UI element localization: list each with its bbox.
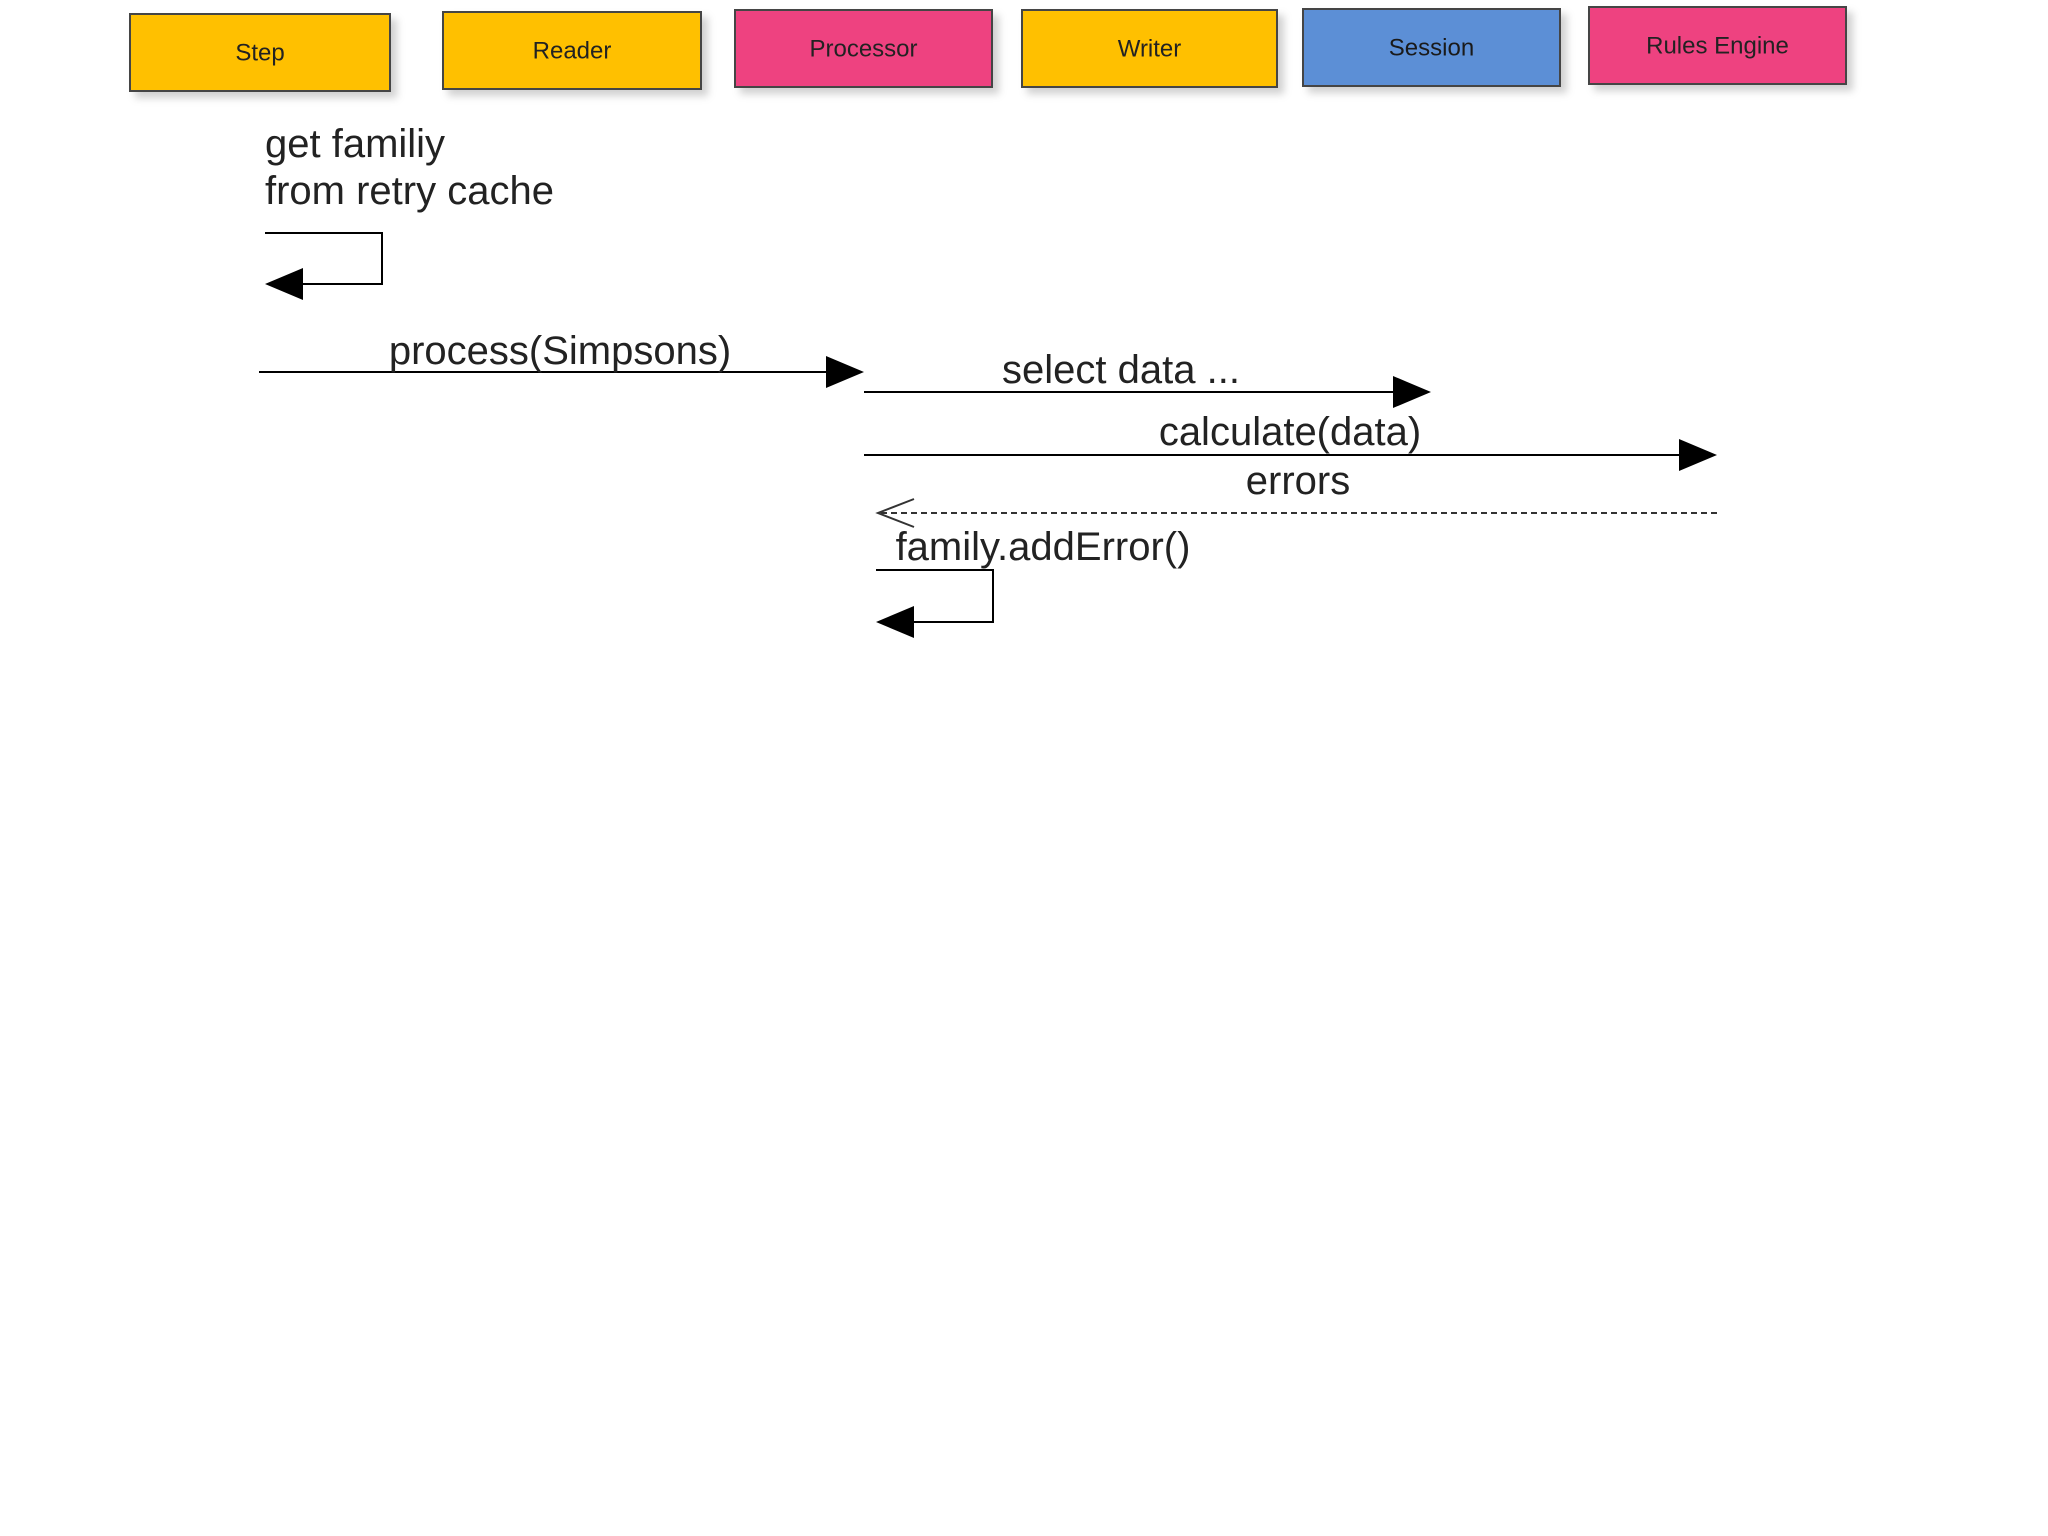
message-errors: errors	[875, 459, 1717, 528]
participant-box-step	[129, 13, 391, 92]
self-call-line	[265, 232, 383, 285]
participant-rules-engine[interactable]: Rules Engine	[1588, 6, 1847, 85]
arrowhead	[265, 268, 303, 300]
message-process: process(Simpsons)	[259, 329, 864, 388]
participant-session[interactable]: Session	[1302, 8, 1561, 87]
message-select-data: select data ...	[864, 348, 1431, 408]
self-call-line	[876, 569, 994, 623]
message-add-error: family.addError()	[876, 525, 1190, 638]
arrowhead	[876, 606, 914, 638]
participant-processor[interactable]: Processor	[734, 9, 993, 88]
arrowhead	[875, 498, 915, 528]
participant-box-session	[1302, 8, 1561, 87]
participant-label-step: Step	[235, 40, 284, 67]
participant-box-reader	[442, 11, 702, 90]
arrowhead	[1393, 376, 1431, 408]
lifelines	[258, 84, 1718, 1466]
participant-label-reader: Reader	[533, 38, 612, 65]
message-label-line-1: get familiy	[265, 122, 445, 166]
arrowhead	[1679, 439, 1717, 471]
participant-box-rules-engine	[1588, 6, 1847, 85]
message-label: errors	[1246, 459, 1350, 503]
participant-step[interactable]: Step	[129, 13, 391, 92]
message-calculate: calculate(data)	[864, 410, 1717, 471]
message-label-line-2: from retry cache	[265, 169, 554, 213]
participant-reader[interactable]: Reader	[442, 11, 702, 90]
participant-label-writer: Writer	[1118, 36, 1182, 63]
participant-label-processor: Processor	[809, 36, 917, 63]
arrowhead	[826, 356, 864, 388]
participant-box-writer	[1021, 9, 1278, 88]
message-label: calculate(data)	[1159, 410, 1421, 454]
message-label: family.addError()	[896, 525, 1191, 569]
participant-label-session: Session	[1389, 35, 1474, 62]
participants: Step Reader Processor Writer Session Rules En…	[129, 6, 1847, 92]
message-label: process(Simpsons)	[389, 329, 731, 373]
participant-writer[interactable]: Writer	[1021, 9, 1278, 88]
participant-label-rules-engine: Rules Engine	[1646, 33, 1789, 60]
participant-box-processor	[734, 9, 993, 88]
message-label: select data ...	[1002, 348, 1240, 392]
